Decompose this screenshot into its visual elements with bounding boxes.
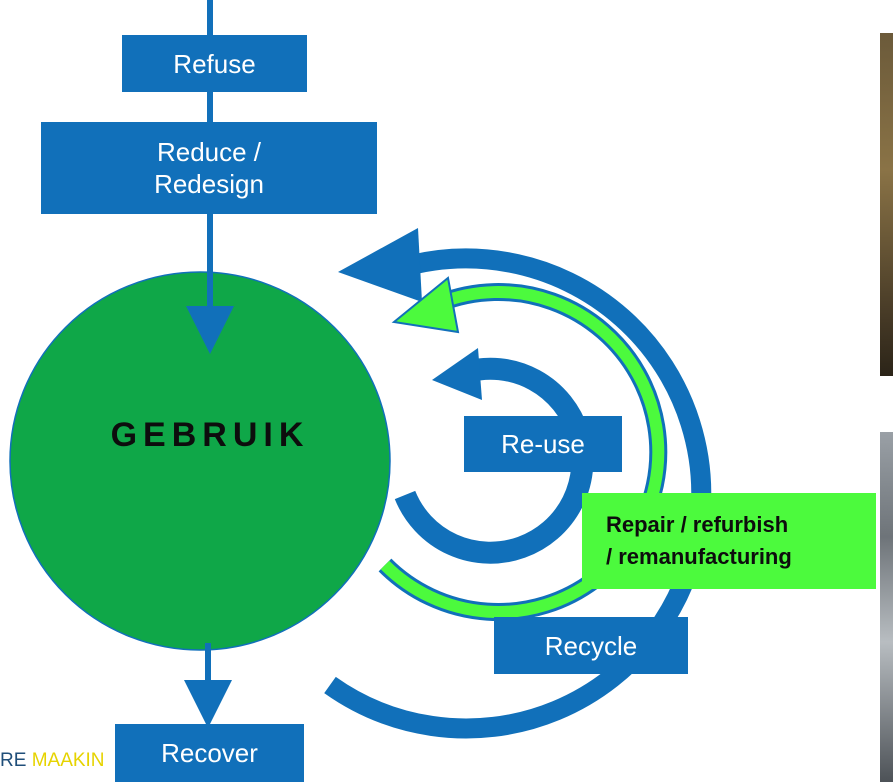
photo-bottom-edge (880, 432, 893, 782)
reuse-label: Re-use (501, 429, 585, 459)
repair-label-line2: / remanufacturing (606, 544, 792, 569)
photo-top-edge (880, 33, 893, 376)
refuse-label: Refuse (173, 48, 256, 79)
recycle-label: Recycle (544, 630, 638, 661)
gebruik-label: GEBRUIK (110, 415, 310, 454)
reuse-box: Re-use (464, 416, 622, 472)
recover-label: Recover (161, 738, 258, 768)
footer-logo-text: RE MAAKIN (0, 746, 115, 776)
repair-box: Repair / refurbish / remanufacturing (582, 493, 876, 589)
recover-box: Recover (115, 724, 304, 782)
reduce-label-line2: Redesign (154, 169, 264, 199)
refuse-box: Refuse (122, 35, 307, 92)
repair-label-line1: Repair / refurbish (606, 512, 789, 537)
recycle-arrowhead (338, 228, 422, 302)
repair-arrowhead (391, 276, 460, 334)
reduce-label-line1: Reduce / (156, 137, 262, 167)
reduce-redesign-box: Reduce / Redesign (41, 122, 377, 214)
reuse-cycle-arrow (394, 357, 594, 564)
recycle-box: Recycle (494, 617, 688, 674)
reuse-arrowhead (432, 348, 482, 400)
footer-text-a: RE (0, 750, 32, 771)
footer-text-b: MAAKIN (31, 750, 105, 771)
gebruik-circle (9, 271, 391, 651)
